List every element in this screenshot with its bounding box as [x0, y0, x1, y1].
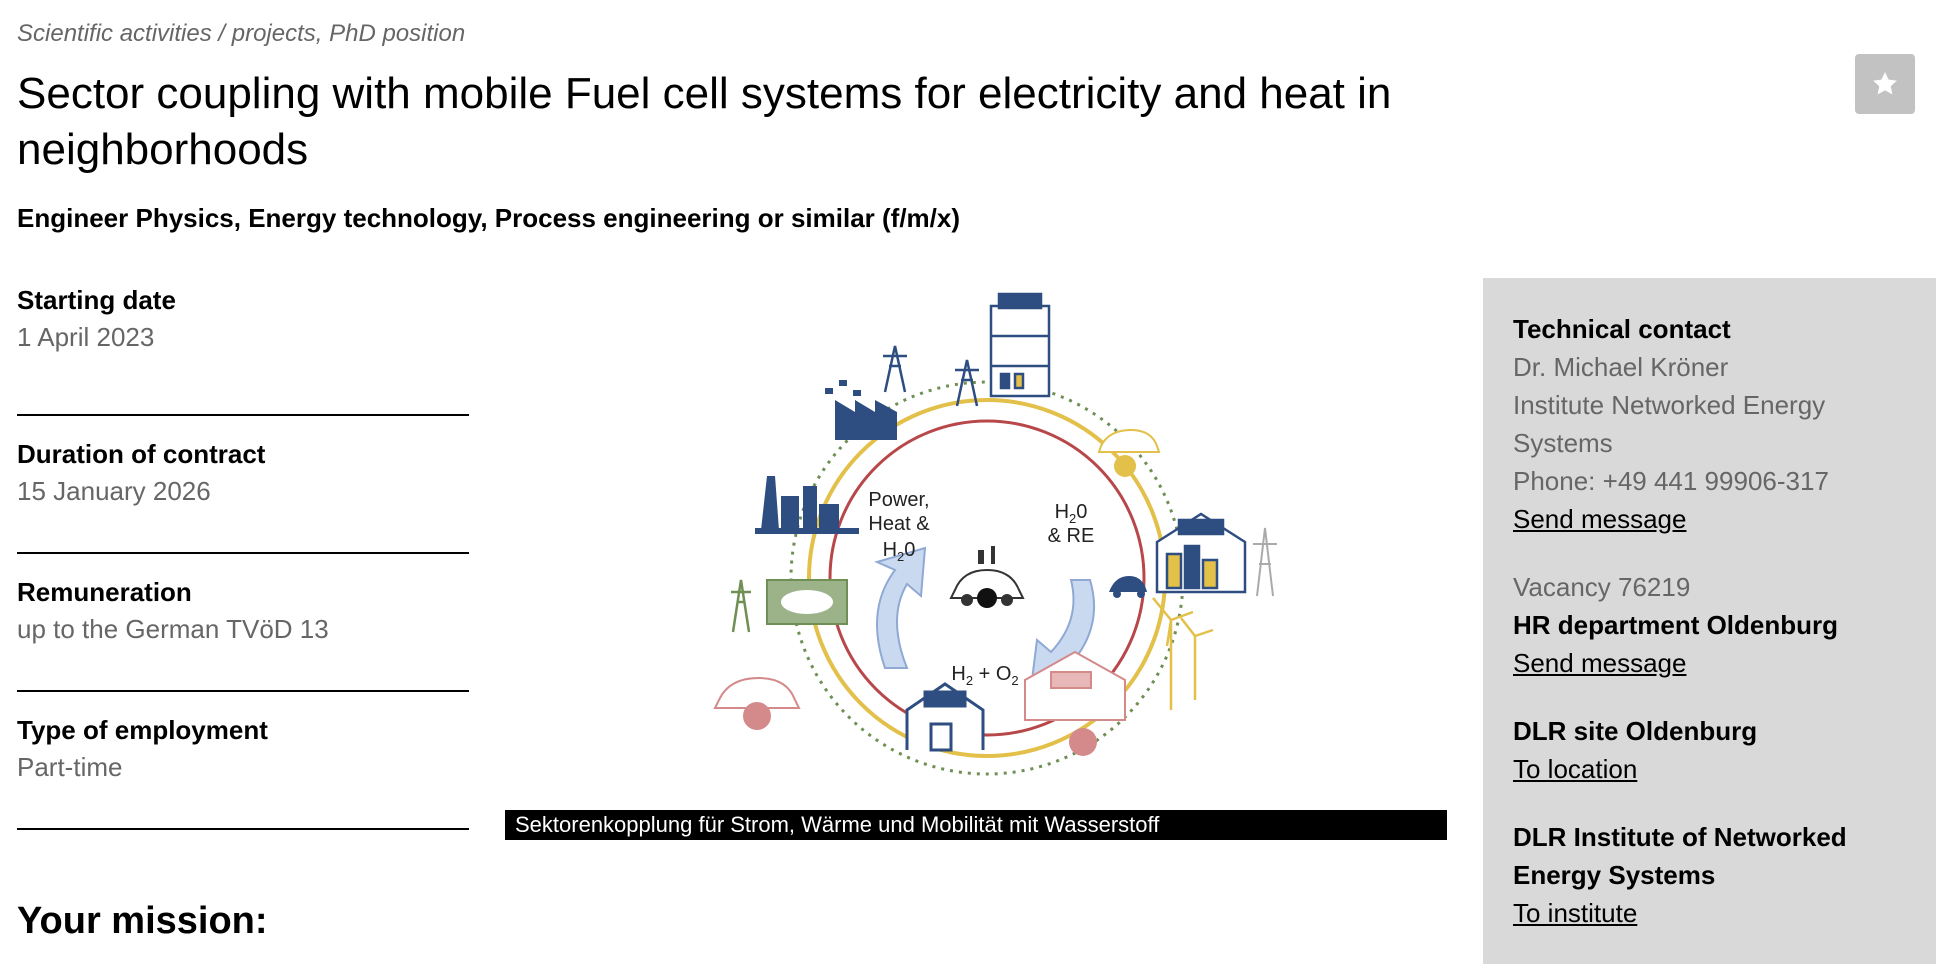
- send-message-link-technical[interactable]: Send message: [1513, 504, 1687, 534]
- pylon-grey-icon: [1253, 527, 1277, 597]
- technical-contact-heading: Technical contact: [1513, 314, 1731, 344]
- label-power-line1: Power,: [868, 489, 929, 511]
- job-facts: Starting date 1 April 2023 Duration of c…: [17, 278, 469, 830]
- label-h2-o2: H2 + O2: [951, 663, 1018, 688]
- left-cycle-arrow: [874, 546, 927, 669]
- hr-department-heading: HR department Oldenburg: [1513, 610, 1839, 640]
- car-navy-icon: [1109, 576, 1147, 598]
- house-battery-icon: [1155, 512, 1247, 594]
- star-icon: [1873, 72, 1897, 95]
- industrial-plant-icon: [755, 476, 859, 534]
- wind-turbine-left-icon: [731, 579, 751, 633]
- fact-remuneration: Remuneration up to the German TVöD 13: [17, 554, 469, 692]
- vacancy-number: Vacancy 76219: [1513, 572, 1691, 602]
- contact-institute-line2: Systems: [1513, 428, 1613, 458]
- house-solar-icon: [905, 682, 985, 752]
- fact-value: 15 January 2026: [17, 476, 211, 506]
- fact-starting-date: Starting date 1 April 2023: [17, 278, 469, 416]
- page-title: Sector coupling with mobile Fuel cell sy…: [17, 69, 1392, 174]
- label-h2o-left: H20: [883, 539, 916, 564]
- fact-label: Starting date: [17, 285, 176, 315]
- fact-label: Type of employment: [17, 715, 268, 745]
- car-yellow-icon: [1097, 428, 1161, 477]
- red-ring: [828, 419, 1146, 737]
- institute-heading-line2: Energy Systems: [1513, 860, 1716, 890]
- spacer: [1513, 538, 1906, 568]
- position-subtitle: Engineer Physics, Energy technology, Pro…: [17, 203, 961, 233]
- fact-label: Duration of contract: [17, 439, 266, 469]
- contact-sidebar: Technical contact Dr. Michael Kröner Ins…: [1483, 278, 1936, 964]
- factory-icon: [825, 380, 897, 440]
- house-pink-icon: [1024, 650, 1126, 756]
- contact-institute-line1: Institute Networked Energy: [1513, 390, 1826, 420]
- power-pylon-icon: [883, 345, 979, 407]
- to-institute-link[interactable]: To institute: [1513, 898, 1638, 928]
- contact-name: Dr. Michael Kröner: [1513, 352, 1729, 382]
- fact-duration: Duration of contract 15 January 2026: [17, 416, 469, 554]
- label-heat: Heat &: [868, 513, 930, 535]
- site-heading: DLR site Oldenburg: [1513, 716, 1758, 746]
- fact-value: up to the German TVöD 13: [17, 614, 329, 644]
- sector-coupling-diagram: Power, Heat & H20 H20 & RE H2 + O2: [713, 292, 1277, 776]
- hydrogen-storage-icon: [766, 579, 848, 625]
- label-power: Power,: [868, 489, 929, 511]
- contact-phone: Phone: +49 441 99906-317: [1513, 466, 1829, 496]
- mission-heading: Your mission:: [17, 900, 268, 942]
- fuel-cell-car-icon: [949, 546, 1025, 608]
- car-pink-icon: [713, 676, 801, 730]
- to-location-link[interactable]: To location: [1513, 754, 1638, 784]
- institute-heading-line1: DLR Institute of Networked: [1513, 822, 1847, 852]
- sector-coupling-figure: Power, Heat & H20 H20 & RE H2 + O2: [505, 280, 1447, 810]
- figure-caption: Sektorenkopplung für Strom, Wärme und Mo…: [505, 810, 1447, 840]
- fact-label: Remuneration: [17, 577, 192, 607]
- fact-value: Part-time: [17, 752, 123, 782]
- spacer: [1513, 788, 1906, 818]
- wind-turbines-right-icon: [1152, 597, 1214, 710]
- label-h2o-right: H20: [1055, 501, 1088, 526]
- send-message-link-hr[interactable]: Send message: [1513, 648, 1687, 678]
- fact-value: 1 April 2023: [17, 322, 155, 352]
- bookmark-button[interactable]: [1855, 54, 1915, 114]
- breadcrumb: Scientific activities / projects, PhD po…: [17, 20, 466, 47]
- fact-employment-type: Type of employment Part-time: [17, 692, 469, 830]
- label-re: & RE: [1048, 525, 1095, 547]
- apartment-building-icon: [989, 292, 1051, 398]
- spacer: [1513, 682, 1906, 712]
